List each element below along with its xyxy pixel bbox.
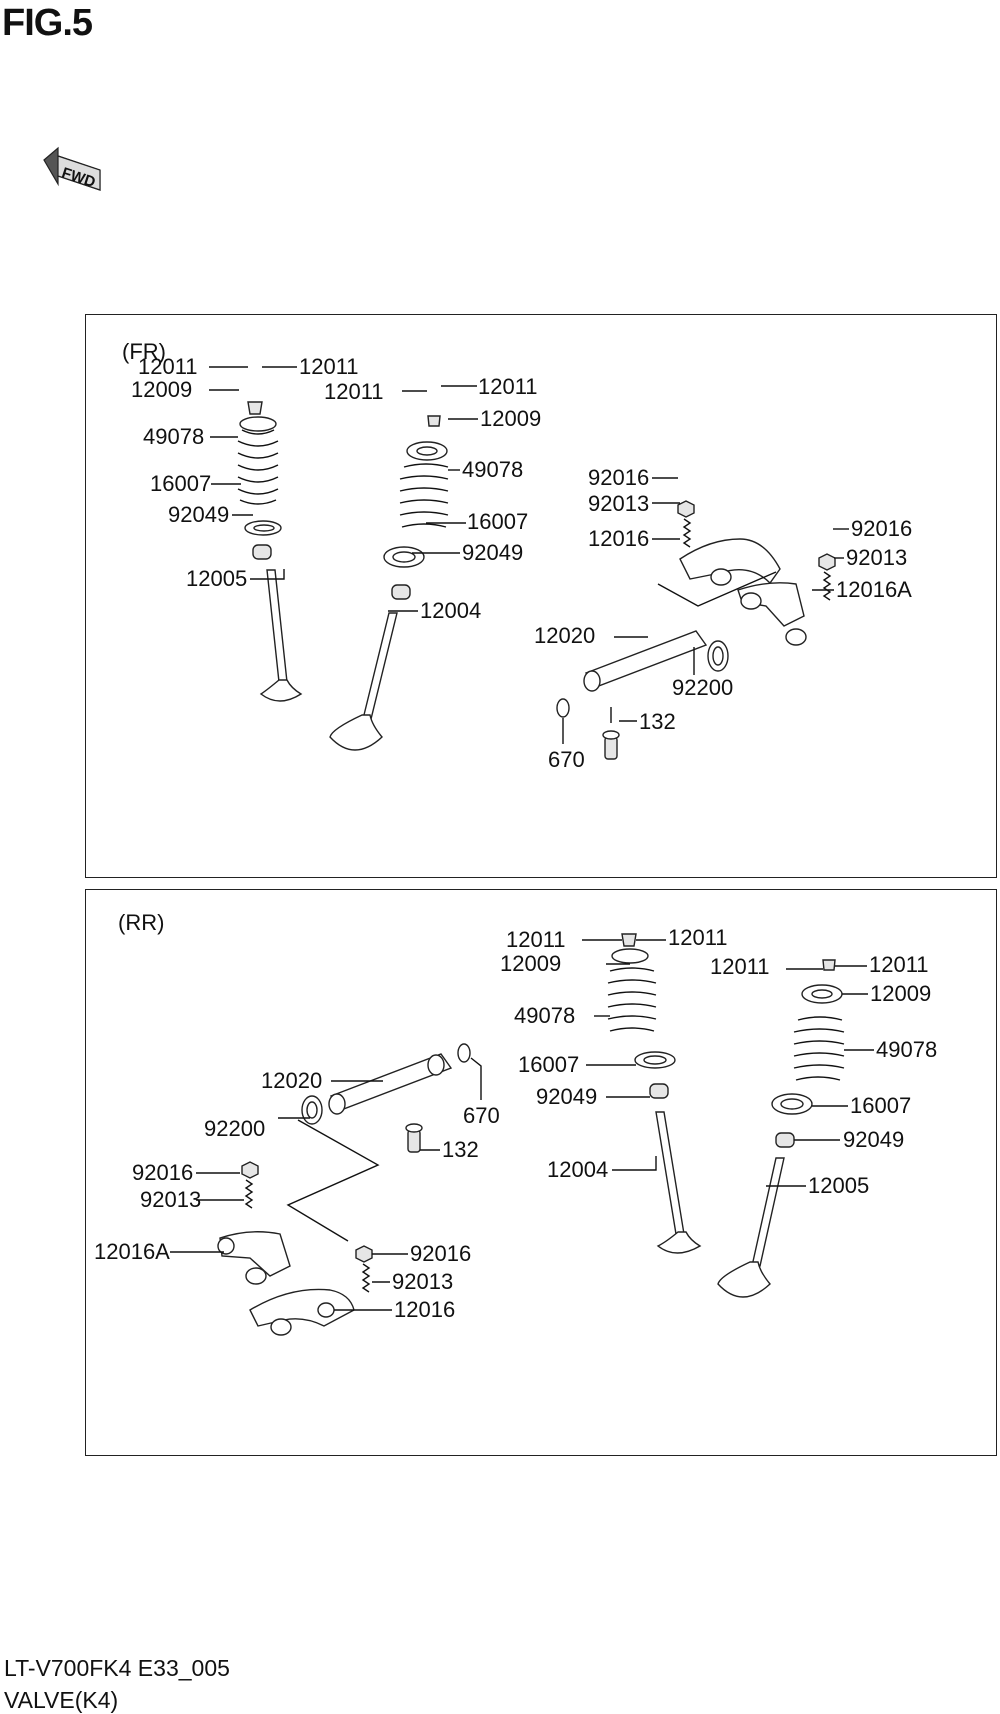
callout-12005: 12005 xyxy=(186,566,247,591)
fr-valve-left xyxy=(237,401,303,702)
callout-12011: 12011 xyxy=(324,379,384,404)
callout-12004: 12004 xyxy=(420,598,481,623)
callout-16007: 16007 xyxy=(850,1093,911,1118)
callout-12009: 12009 xyxy=(480,406,541,431)
callout-12016A: 12016A xyxy=(836,577,912,602)
callout-12011: 12011 xyxy=(869,952,929,977)
callout-12009: 12009 xyxy=(870,981,931,1006)
callout-12020: 12020 xyxy=(534,623,595,648)
callout-132: 132 xyxy=(639,709,676,734)
footer-code: LT-V700FK4 E33_005 xyxy=(4,1655,230,1681)
fr-leader-lines xyxy=(209,366,849,744)
callout-12011: 12011 xyxy=(668,925,728,950)
callout-12011: 12011 xyxy=(710,954,770,979)
front-cylinder-panel: (FR) xyxy=(85,314,997,878)
callout-49078: 49078 xyxy=(462,457,523,482)
fwd-arrow-icon: FWD xyxy=(43,146,101,191)
callout-49078: 49078 xyxy=(514,1003,575,1028)
callout-92016: 92016 xyxy=(410,1241,471,1266)
callout-12011: 12011 xyxy=(506,927,566,952)
rear-valve-diagram: (RR) xyxy=(94,910,937,1336)
callout-12009: 12009 xyxy=(500,951,561,976)
callout-132: 132 xyxy=(442,1137,479,1162)
callout-670: 670 xyxy=(548,747,585,772)
callout-92013: 92013 xyxy=(140,1187,201,1212)
panel-label-fr: (FR) xyxy=(122,339,166,364)
callout-92049: 92049 xyxy=(536,1084,597,1109)
rear-cylinder-panel: (RR) xyxy=(85,889,997,1456)
callout-92013: 92013 xyxy=(392,1269,453,1294)
callout-12016: 12016 xyxy=(394,1297,455,1322)
callout-16007: 16007 xyxy=(467,509,528,534)
callout-92013: 92013 xyxy=(846,545,907,570)
callout-49078: 49078 xyxy=(876,1037,937,1062)
callout-12011: 12011 xyxy=(299,354,359,379)
callout-92049: 92049 xyxy=(843,1127,904,1152)
figure-title: FIG.5 xyxy=(2,2,93,44)
front-valve-diagram: (FR) xyxy=(122,339,912,772)
callout-92049: 92049 xyxy=(168,502,229,527)
callout-12016: 12016 xyxy=(588,526,649,551)
callout-16007: 16007 xyxy=(150,471,211,496)
callout-12020: 12020 xyxy=(261,1068,322,1093)
rr-valve-left xyxy=(607,933,702,1254)
callout-12005: 12005 xyxy=(808,1173,869,1198)
callout-16007: 16007 xyxy=(518,1052,579,1077)
callout-92200: 92200 xyxy=(672,675,733,700)
callout-92016: 92016 xyxy=(851,516,912,541)
callout-12016A: 12016A xyxy=(94,1239,170,1264)
rr-valve-right xyxy=(717,959,845,1298)
callout-49078: 49078 xyxy=(143,424,204,449)
callout-12011: 12011 xyxy=(138,354,198,379)
callout-670: 670 xyxy=(463,1103,500,1128)
callout-12004: 12004 xyxy=(547,1157,608,1182)
callout-92049: 92049 xyxy=(462,540,523,565)
fr-rocker-assembly xyxy=(556,500,836,760)
callout-92200: 92200 xyxy=(204,1116,265,1141)
callout-92013: 92013 xyxy=(588,491,649,516)
rr-rocker-assembly xyxy=(217,1043,471,1336)
rr-leader-lines xyxy=(170,939,874,1311)
fr-valve-right xyxy=(329,415,449,751)
footer-name: VALVE(K4) xyxy=(4,1687,119,1713)
callout-12009: 12009 xyxy=(131,377,192,402)
callout-92016: 92016 xyxy=(132,1160,193,1185)
callout-92016: 92016 xyxy=(588,465,649,490)
callout-12011: 12011 xyxy=(478,374,538,399)
panel-label-rr: (RR) xyxy=(118,910,164,935)
